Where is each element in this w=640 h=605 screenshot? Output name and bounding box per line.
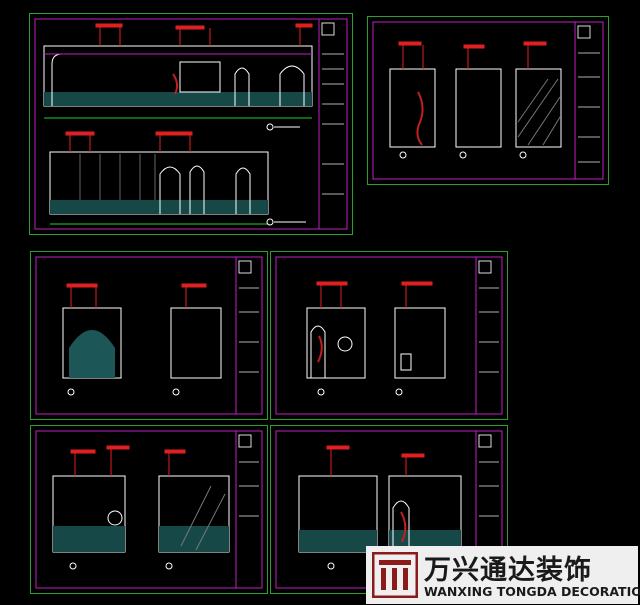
drawing-sheet-2[interactable] — [367, 16, 609, 185]
company-watermark: 万兴通达装饰 WANXING TONGDA DECORATION — [366, 546, 640, 604]
elevation-drawing-sheet-1 — [34, 18, 348, 230]
company-name-en: WANXING TONGDA DECORATION — [424, 584, 640, 599]
company-logo-icon — [372, 552, 418, 598]
drawing-sheet-5[interactable] — [30, 425, 268, 594]
drawing-sheet-4[interactable] — [270, 251, 508, 420]
elevation-drawing-sheet-2 — [372, 21, 604, 180]
company-name-cn: 万兴通达装饰 — [424, 555, 592, 586]
elevation-drawing-sheet-3 — [35, 256, 263, 415]
drawing-sheet-1[interactable] — [29, 13, 353, 235]
elevation-drawing-sheet-5 — [35, 430, 263, 589]
elevation-drawing-sheet-4 — [275, 256, 503, 415]
drawing-sheet-3[interactable] — [30, 251, 268, 420]
